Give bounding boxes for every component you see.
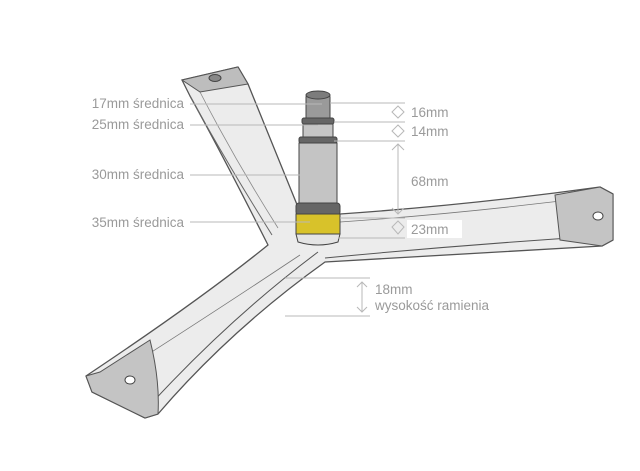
- dim-arm-height-caption: wysokość ramienia: [374, 298, 490, 313]
- label-35mm-diameter: 35mm średnica: [92, 215, 185, 230]
- label-30mm-diameter: 30mm średnica: [92, 167, 185, 182]
- label-25mm-diameter: 25mm średnica: [92, 117, 185, 132]
- dim-23mm: 23mm: [411, 222, 449, 237]
- mounting-hole-icon: [208, 74, 222, 82]
- bearing-ring: [295, 213, 341, 235]
- mounting-hole-icon: [592, 211, 604, 221]
- dim-16mm: 16mm: [411, 105, 449, 120]
- label-17mm-diameter: 17mm średnica: [92, 96, 185, 111]
- dim-68mm: 68mm: [411, 174, 449, 189]
- dim-14mm: 14mm: [411, 124, 449, 139]
- shaft: [295, 90, 341, 246]
- drum-spider: [85, 66, 614, 419]
- mounting-hole-icon: [124, 375, 136, 385]
- dim-arm-height: 18mm: [375, 282, 413, 297]
